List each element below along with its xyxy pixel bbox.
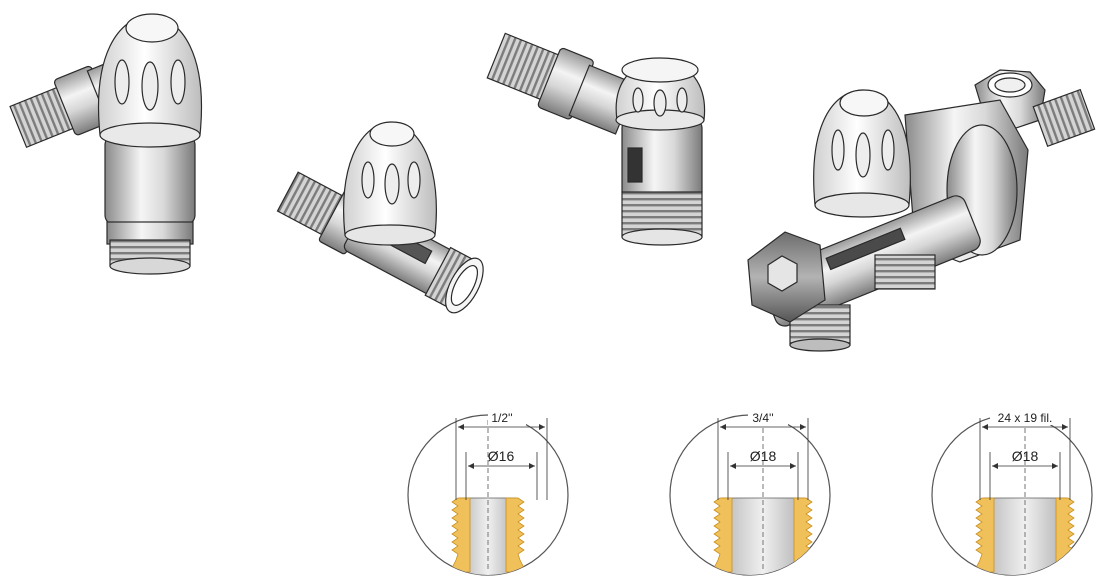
thread-detail-2: 3/4'' Ø18	[669, 411, 831, 576]
outer-thread-label: 1/2''	[491, 411, 512, 425]
valve-four-way-icon	[747, 69, 1096, 352]
valve-angle-icon	[9, 13, 202, 275]
valve-straight-icon	[276, 121, 484, 314]
inner-diameter-label: Ø18	[750, 448, 777, 464]
thread-detail-3: 24 x 19 fil. Ø18	[931, 411, 1093, 576]
outer-thread-label: 3/4''	[752, 411, 773, 425]
inner-diameter-label: Ø16	[488, 448, 515, 464]
valve-angle-reversed-icon	[486, 32, 706, 246]
thread-detail-1: 1/2'' Ø16	[407, 411, 569, 576]
outer-thread-label: 24 x 19 fil.	[998, 411, 1053, 425]
inner-diameter-label: Ø18	[1012, 448, 1039, 464]
